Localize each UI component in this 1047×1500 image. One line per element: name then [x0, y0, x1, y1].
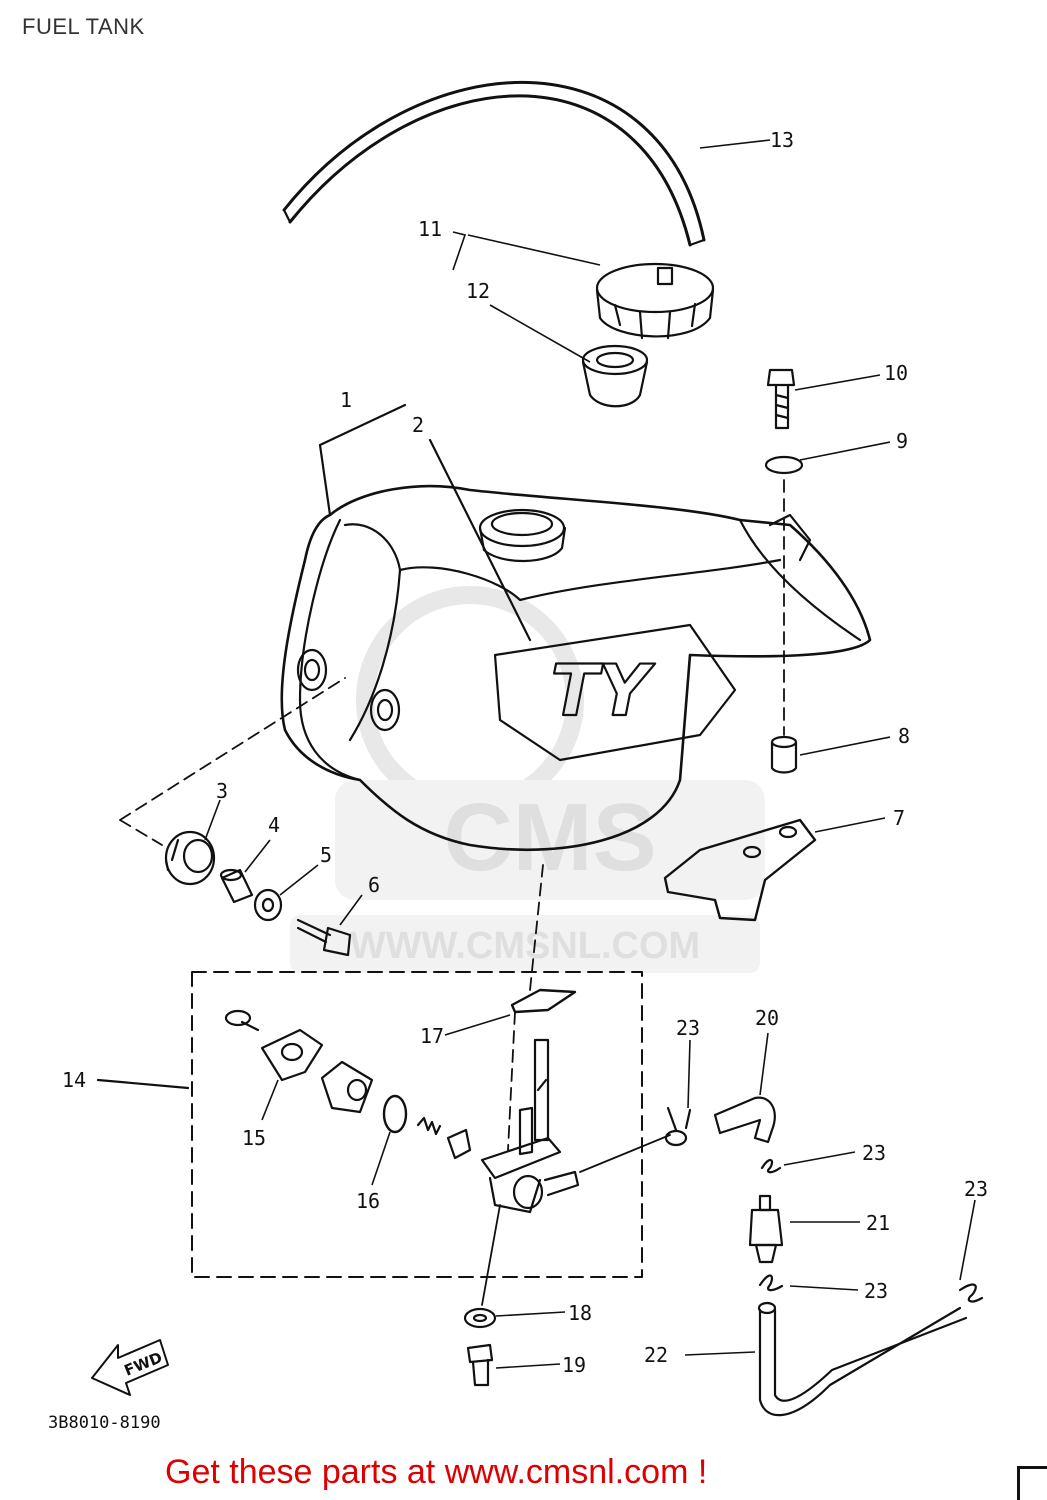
- part-17-gasket: [510, 988, 577, 1014]
- callout-4: 4: [268, 813, 280, 837]
- callout-20: 20: [755, 1006, 779, 1030]
- watermark-url: WWW.CMSNL.COM: [350, 925, 700, 967]
- part-14-fuel-cock-assembly: [191, 971, 643, 1278]
- part-screw-small: [224, 1009, 260, 1032]
- callout-18: 18: [568, 1301, 592, 1325]
- part-10-bolt: [766, 368, 796, 430]
- callout-19: 19: [562, 1353, 586, 1377]
- part-15-plate: [260, 1028, 324, 1082]
- footer-parts-link[interactable]: Get these parts at www.cmsnl.com !: [165, 1453, 708, 1491]
- part-13-breather-hose-inner: [282, 81, 706, 242]
- part-18-washer: [463, 1307, 497, 1329]
- callout-23a: 23: [676, 1016, 700, 1040]
- part-valve: [446, 1128, 472, 1160]
- callout-21: 21: [866, 1211, 890, 1235]
- callout-2: 2: [412, 413, 424, 437]
- watermark-brand: CMS: [443, 784, 656, 891]
- callout-8: 8: [898, 724, 910, 748]
- callout-22: 22: [644, 1343, 668, 1367]
- part-23-clip-upper: [664, 1106, 692, 1147]
- part-16-o-ring: [382, 1094, 408, 1134]
- callout-10: 10: [884, 361, 908, 385]
- callout-23c: 23: [964, 1177, 988, 1201]
- part-3-grommet: [164, 830, 216, 886]
- part-spring: [416, 1116, 442, 1136]
- callout-14: 14: [62, 1068, 86, 1092]
- part-8-collar: [770, 735, 798, 774]
- part-fuel-cock-lever: [320, 1060, 374, 1114]
- corner-mark: [1017, 1466, 1047, 1500]
- part-13-breather-hose: [288, 94, 692, 247]
- part-7-bracket: [663, 818, 817, 922]
- part-4-collar: [219, 868, 254, 904]
- part-12-cap-gasket: [581, 344, 649, 408]
- callout-11: 11: [418, 217, 442, 241]
- part-23-clip-lower: [758, 1274, 784, 1292]
- callout-15: 15: [242, 1126, 266, 1150]
- callout-9: 9: [896, 429, 908, 453]
- part-21-fuel-filter: [748, 1194, 784, 1264]
- watermark-brand-box: [335, 780, 765, 900]
- fwd-arrow-icon: [91, 1339, 169, 1396]
- callout-5: 5: [320, 843, 332, 867]
- callout-23b: 23: [862, 1141, 886, 1165]
- part-1-fuel-tank: [280, 484, 872, 852]
- callout-12: 12: [466, 279, 490, 303]
- part-5-washer: [253, 888, 283, 922]
- callout-17: 17: [420, 1024, 444, 1048]
- part-22-fuel-hose: [757, 1301, 968, 1417]
- part-23-clip-right: [958, 1283, 984, 1303]
- part-20-hose-elbow: [713, 1096, 776, 1144]
- part-9-washer: [764, 455, 804, 475]
- page-title: FUEL TANK: [22, 14, 145, 39]
- callout-3: 3: [216, 779, 228, 803]
- diagram-code: 3B8010-8190: [48, 1413, 161, 1433]
- watermark-url-box: [290, 915, 760, 973]
- callout-16: 16: [356, 1189, 380, 1213]
- part-6-bolt: [296, 918, 352, 957]
- callout-6: 6: [368, 873, 380, 897]
- part-fuel-cock-body: [480, 1038, 580, 1214]
- tank-badge: TY: [551, 650, 656, 732]
- callout-13: 13: [770, 128, 794, 152]
- part-11-fuel-cap: [595, 262, 715, 340]
- part-23-clip-mid: [760, 1159, 782, 1174]
- callout-7: 7: [893, 806, 905, 830]
- callout-1: 1: [340, 388, 352, 412]
- part-19-drain-bolt: [466, 1343, 494, 1387]
- callout-23d: 23: [864, 1279, 888, 1303]
